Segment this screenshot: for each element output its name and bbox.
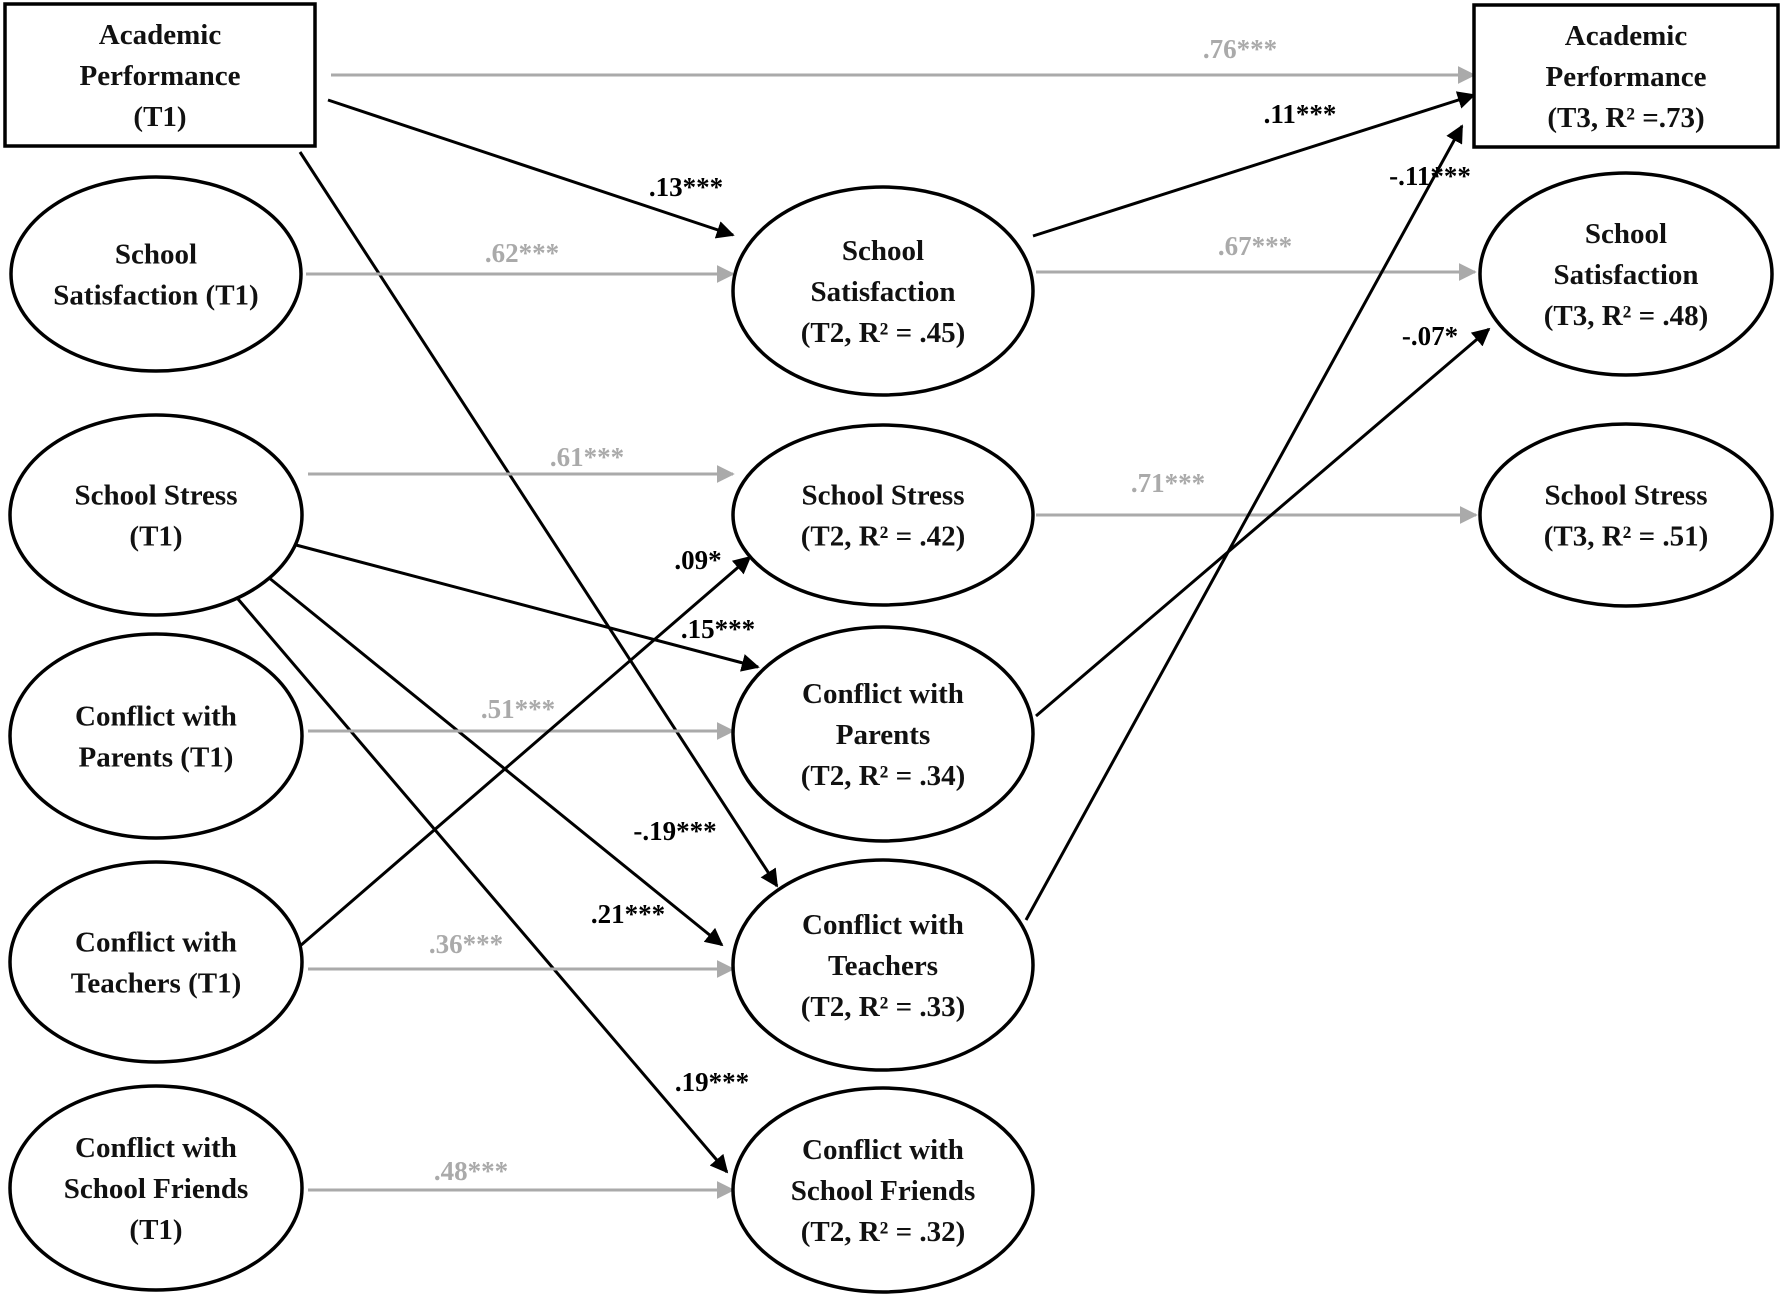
path-coefficient-ss2-ss3: .67*** [1218,231,1292,261]
node-label-line: (T3, R² = .51) [1544,521,1709,553]
path-arrow-st1-ct2 [267,575,724,947]
node-label-line: School [1585,218,1667,250]
node-label-line: (T2, R² = .42) [801,521,966,553]
node-label-line: School Stress [1544,480,1707,512]
path-coefficient-ct1-ct2: .36*** [429,929,503,959]
node-label-line: (T1) [129,521,182,553]
edge-labels-layer: .76*** .13*** .62*** .61*** .15*** .21*** .19*… [429,34,1471,1186]
path-arrow-ct1-st2 [299,555,752,948]
node-label-line: Teachers (T1) [71,968,242,1000]
node-ellipse [8,632,304,840]
path-coefficient-st1-st2: .61*** [550,442,624,472]
node-label-line: (T2, R² = .45) [801,317,966,349]
node-ellipse [731,858,1035,1072]
node-label-line: Academic [99,19,222,51]
node-label-line: (T2, R² = .34) [801,760,966,792]
node-label-line: (T3, R² =.73) [1547,102,1704,134]
path-coefficient-st1-cp2: .15*** [681,614,755,644]
path-arrow-cp2-ss3 [1035,327,1491,718]
node-label-line: (T1) [129,1214,182,1246]
node-label-line: Teachers [828,950,938,982]
path-coefficient-cp2-ss3: -.07* [1402,321,1458,351]
node-label-line: School Friends [791,1175,976,1207]
path-coefficient-st1-ct2: .21*** [591,899,665,929]
path-coefficient-st2-st3: .71*** [1131,468,1205,498]
node-label-line: School Friends [64,1173,249,1205]
node-label-line: Satisfaction (T1) [53,280,258,312]
node-label-line: School Stress [801,480,964,512]
node-label-line: School Stress [74,480,237,512]
node-label-line: (T2, R² = .32) [801,1216,966,1248]
node-label-line: Academic [1565,20,1688,52]
node-label-line: School [115,239,197,271]
node-label-line: Conflict with [802,678,964,710]
node-ellipse [8,860,304,1064]
path-coefficient-st1-cf2: .19*** [675,1067,749,1097]
node-label-line: Conflict with [802,909,964,941]
path-coefficient-ss2-ap3: .11*** [1264,99,1337,129]
node-label-line: Parents [836,719,931,751]
node-label-line: Parents (T1) [79,742,234,774]
path-coefficient-ap1-ss2: .13*** [649,172,723,202]
node-st-t1: School Stress (T1) [8,413,304,617]
node-label-line: Performance [1545,61,1706,93]
node-ellipse [731,185,1035,397]
node-label-line: (T2, R² = .33) [801,991,966,1023]
path-arrow-st1-cp2 [295,543,760,672]
node-label-line: Satisfaction [1554,259,1699,291]
node-label-line: Conflict with [802,1134,964,1166]
path-arrow-st1-cf2 [230,591,729,1174]
node-box [3,2,317,148]
path-arrow-ct2-ap3 [1024,124,1464,921]
node-label-line: Satisfaction [811,276,956,308]
path-coefficient-apt1-ct2-label: -.19*** [633,816,716,846]
path-coefficient-ct1-st2: .09* [674,545,721,575]
edges-layer [230,66,1491,1199]
node-label-line: Conflict with [75,927,237,959]
path-arrow-ss2-ap3 [1032,91,1476,238]
node-st-t3: School Stress (T3, R² = .51) [1478,422,1774,608]
node-ellipse [8,413,304,617]
node-label-line: (T1) [133,101,186,133]
node-label-line: School [842,235,924,267]
path-coefficient-ss1-ss2: .62*** [485,238,559,268]
node-ellipse [731,423,1035,607]
path-coefficient-cf1-cf2: .48*** [434,1156,508,1186]
node-ellipse [731,1086,1035,1294]
node-label-line: Performance [79,60,240,92]
path-arrow-ap1-ss2 [327,98,735,239]
path-coefficient-ap1-ap3: .76*** [1203,34,1277,64]
node-ellipse [9,175,303,373]
node-label-line: Conflict with [75,701,237,733]
node-label-line: (T3, R² = .48) [1544,300,1709,332]
node-ellipse [8,1084,304,1292]
node-ellipse [731,625,1035,843]
node-label-line: Conflict with [75,1132,237,1164]
node-box [1472,3,1780,149]
node-st-t2: School Stress (T2, R² = .42) [731,423,1035,607]
path-coefficient-ct2-ap3: -.11*** [1389,161,1471,191]
node-ellipse [1478,171,1774,377]
path-coefficient-cp1-cp2: .51*** [481,694,555,724]
node-ellipse [1478,422,1774,608]
